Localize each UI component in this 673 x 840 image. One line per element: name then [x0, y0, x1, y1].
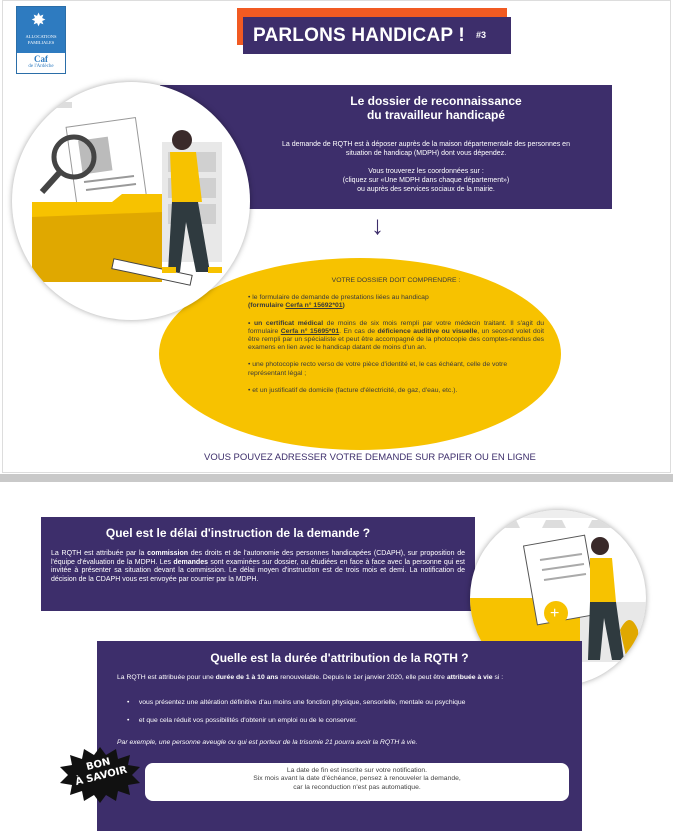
contents-text: déficience auditive ou visuelle — [377, 327, 478, 335]
delay-text: des droits et de l'autonomie des personn… — [51, 550, 465, 566]
duration-example: Par exemple, une personne aveugle ou qui… — [117, 739, 418, 746]
page-separator — [0, 474, 673, 482]
mdph-link-hint[interactable]: (cliquez sur «Une MDPH dans chaque dépar… — [342, 177, 510, 184]
bullet-icon: • — [127, 717, 139, 724]
delay-heading: Quel est le délai d'instruction de la de… — [105, 526, 371, 540]
duration-bullet-2: • et que cela réduit vos possibilités d'… — [117, 717, 562, 726]
duration-section: Quelle est la durée d'attribution de la … — [97, 641, 582, 831]
contents-item-certificate: • un certificat médical de moins de six … — [248, 320, 544, 353]
bon-a-savoir-badge: BON À SAVOIR — [60, 747, 140, 803]
dossier-heading-line1: Le dossier de reconnaissance — [350, 94, 522, 108]
duration-heading: Quelle est la durée d'attribution de la … — [210, 651, 469, 665]
delay-paragraph: La RQTH est attribuée par la commission … — [51, 550, 465, 584]
notice-text: car la reconduction n'est pas automatiqu… — [293, 783, 421, 791]
delay-text: La RQTH est attribuée par la — [51, 550, 148, 557]
cerfa-15695-link[interactable]: Cerfa n° 15695*01 — [280, 327, 340, 335]
delay-text: demandes — [173, 558, 208, 566]
contents-text: (formulaire — [248, 302, 286, 310]
duration-bullet-1: • vous présentez une altération définiti… — [117, 699, 562, 708]
illustration-document-woman — [12, 82, 250, 320]
dossier-contents-list: VOTRE DOSSIER DOIT COMPRENDRE : • le for… — [248, 277, 544, 404]
dossier-paragraph-contacts: Vous trouverez les coordonnées sur : (cl… — [250, 167, 602, 194]
dossier-heading-line2: du travailleur handicapé — [366, 108, 506, 122]
logo-text-familiales: FAMILIALES — [27, 40, 55, 45]
contents-text: . En cas de — [339, 327, 378, 335]
duration-text: durée de 1 à 10 ans — [215, 674, 279, 681]
dossier-text: Vous trouverez les coordonnées sur : — [368, 168, 484, 175]
woman-documents-icon — [32, 102, 222, 286]
renewal-notice: La date de fin est inscrite sur votre no… — [145, 763, 569, 801]
duration-intro: La RQTH est attribuée pour une durée de … — [117, 674, 562, 683]
cerfa-15692-link[interactable]: Cerfa n° 15692*01 — [285, 302, 343, 310]
duration-text: renouvelable. Depuis le 1er janvier 2020… — [278, 674, 447, 681]
down-arrow-icon: ↓ — [371, 210, 384, 240]
contents-text: ) — [342, 302, 345, 310]
issue-number: #3 — [476, 30, 487, 40]
title-banner: PARLONS HANDICAP ! #3 — [243, 17, 511, 54]
contents-text: • un certificat médical — [248, 319, 324, 327]
dossier-heading: Le dossier de reconnaissance du travaill… — [260, 94, 612, 122]
bullet-icon: • — [127, 699, 139, 706]
dossier-text: ou auprès des services sociaux de la mai… — [357, 186, 495, 193]
duration-text: si : — [492, 674, 504, 681]
dossier-text: situation de handicap (MDPH) dont vous d… — [345, 150, 507, 157]
caf-logo: ✸ ALLOCATIONS FAMILIALES Caf de l'Ardèch… — [16, 6, 66, 74]
notice-text: La date de fin est inscrite sur votre no… — [286, 767, 428, 774]
logo-text-allocations: ALLOCATIONS — [25, 34, 57, 39]
contents-text: , un second volet doit être rempli par u… — [248, 327, 544, 352]
online-request-note: VOUS POUVEZ ADRESSER VOTRE DEMANDE SUR P… — [204, 452, 536, 463]
logo-region: de l'Ardèche — [28, 64, 54, 69]
delay-section: Quel est le délai d'instruction de la de… — [41, 517, 475, 611]
contents-heading: VOTRE DOSSIER DOIT COMPRENDRE : — [331, 277, 461, 284]
contents-text: • le formulaire de demande de prestation… — [248, 294, 429, 302]
notice-text: Six mois avant la date d'échéance, pense… — [253, 775, 461, 783]
duration-text: attribuée à vie — [446, 674, 493, 681]
duration-text: vous présentez une altération définitive… — [138, 699, 466, 706]
delay-text: sont examinées sur dossier, ou étudiées … — [51, 558, 465, 583]
contents-item-form: • le formulaire de demande de prestation… — [248, 294, 544, 310]
svg-text:+: + — [550, 605, 559, 622]
contents-item-id: • une photocopie recto verso de votre pi… — [248, 361, 508, 377]
duration-text: La RQTH est attribuée pour une — [117, 674, 216, 681]
dossier-paragraph-mdph: La demande de RQTH est à déposer auprès … — [250, 140, 602, 158]
page-title: PARLONS HANDICAP ! — [253, 25, 465, 46]
family-icon: ✸ — [31, 10, 47, 30]
burst-icon — [60, 747, 140, 803]
duration-text: et que cela réduit vos possibilités d'ob… — [138, 717, 357, 724]
dossier-text: La demande de RQTH est à déposer auprès … — [282, 141, 570, 148]
delay-text: commission — [147, 550, 189, 557]
contents-text: de moins de six mois rempli par votre mé… — [248, 319, 545, 335]
contents-item-address: • et un justificatif de domicile (factur… — [248, 386, 458, 394]
logo-caf: Caf — [34, 54, 48, 64]
dossier-contents-ellipse — [159, 258, 561, 450]
